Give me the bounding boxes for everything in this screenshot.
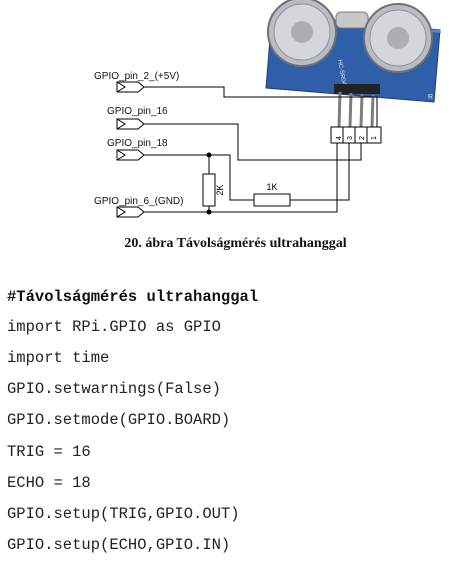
pin-label-gnd: GPIO_pin_6_(GND) [94,196,184,207]
connector-block: 4 3 2 1 [330,126,382,144]
ultrasonic-sensor: T R HC-SR04 [265,0,441,128]
pin-label-5v: GPIO_pin_2_(+5V) [94,71,180,82]
code-line: ECHO = 18 [7,474,91,492]
connector-pin-1: 1 [371,136,378,140]
code-line: GPIO.setwarnings(False) [7,380,221,398]
wiring-diagram: T R HC-SR04 4 3 2 1 [116,0,441,218]
sensor-model-label: HC-SR04 [336,59,346,86]
left-transducer [267,0,337,67]
resistor-2k-label: 2K [215,184,225,195]
wires [144,86,378,213]
code-line: import time [7,349,110,367]
resistor-2k: 2K [202,173,225,207]
junction-dot [206,152,212,158]
code-line: GPIO.setup(ECHO,GPIO.IN) [7,536,231,554]
pin-label-18: GPIO_pin_18 [107,138,168,149]
circuit-figure: T R HC-SR04 4 3 2 1 [0,0,471,235]
connector-pin-2: 2 [359,136,366,140]
resistor-1k-label: 1K [266,182,277,192]
resistor-1k: 1K [253,182,291,207]
code-heading: #Távolságmérés ultrahanggal [7,288,259,306]
connector-pin-4: 4 [336,136,343,140]
sensor-label-r: R [428,94,433,101]
figure-caption: 20. ábra Távolságmérés ultrahanggal [124,236,347,251]
code-line: GPIO.setup(TRIG,GPIO.OUT) [7,505,240,523]
code-line: TRIG = 16 [7,443,91,461]
pin-label-16: GPIO_pin_16 [107,106,168,117]
code-line: import RPi.GPIO as GPIO [7,318,221,336]
junction-dot [206,209,212,215]
code-line: GPIO.setmode(GPIO.BOARD) [7,411,231,429]
sensor-label-t: T [284,90,289,97]
connector-pin-3: 3 [347,136,354,140]
pin-connectors [116,81,145,218]
right-transducer [363,3,433,73]
